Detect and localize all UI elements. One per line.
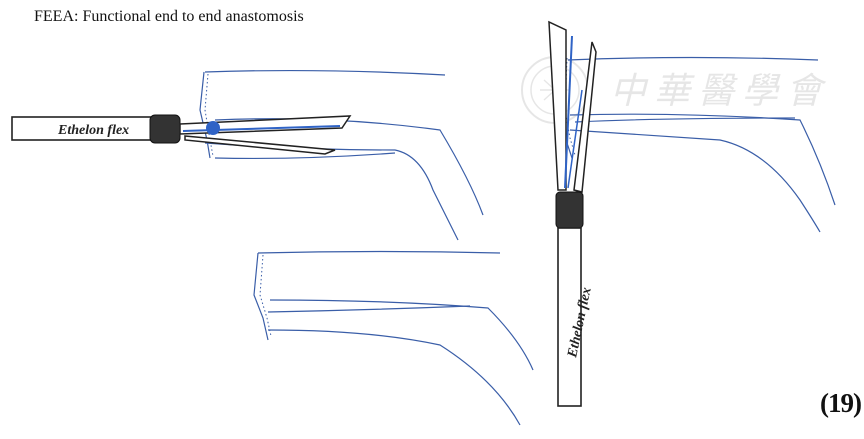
panel-closure: Ethelon flex	[548, 20, 836, 407]
panel-stapler-insertion: Ethelon flex	[11, 69, 484, 241]
watermark-text: 中華醫學會	[610, 71, 830, 112]
upper-bowel-lower-wall	[214, 118, 484, 216]
vertical-blue-line-2	[567, 89, 583, 189]
staple-line	[259, 254, 272, 337]
right-upper-wall	[567, 56, 819, 61]
stapler-lower-jaw	[184, 135, 336, 155]
right-lower-wall	[569, 129, 821, 233]
right-middle-wall	[569, 113, 836, 206]
lower-bowel-wall	[204, 142, 459, 241]
stapler-blue-line	[182, 125, 341, 132]
figure-title: FEEA: Functional end to end anastomosis	[34, 8, 304, 25]
vertical-lower-jaw	[573, 41, 597, 193]
right-inner-wall	[574, 117, 796, 123]
bowel-middle-outline	[269, 299, 534, 371]
vertical-upper-jaw	[548, 20, 567, 191]
upper-bowel-wall	[204, 69, 446, 76]
cut-end-left	[199, 71, 211, 159]
panel-after-firing	[253, 250, 534, 426]
vertical-shaft	[557, 227, 582, 407]
figure-number: (19)	[820, 388, 862, 418]
bowel-upper-outline	[257, 250, 501, 254]
vertical-blue-line	[564, 35, 573, 189]
stapler-label: Ethelon flex	[57, 123, 129, 138]
stapler-collar	[149, 114, 181, 144]
bowel-lower-outline	[267, 329, 521, 426]
cut-end	[253, 252, 269, 341]
stapler-cartridge-marker	[206, 121, 220, 135]
right-staple-line	[564, 57, 576, 156]
vertical-collar	[555, 191, 584, 229]
bowel-fused-line	[267, 305, 471, 313]
lower-bowel-outer-wall	[214, 152, 396, 160]
